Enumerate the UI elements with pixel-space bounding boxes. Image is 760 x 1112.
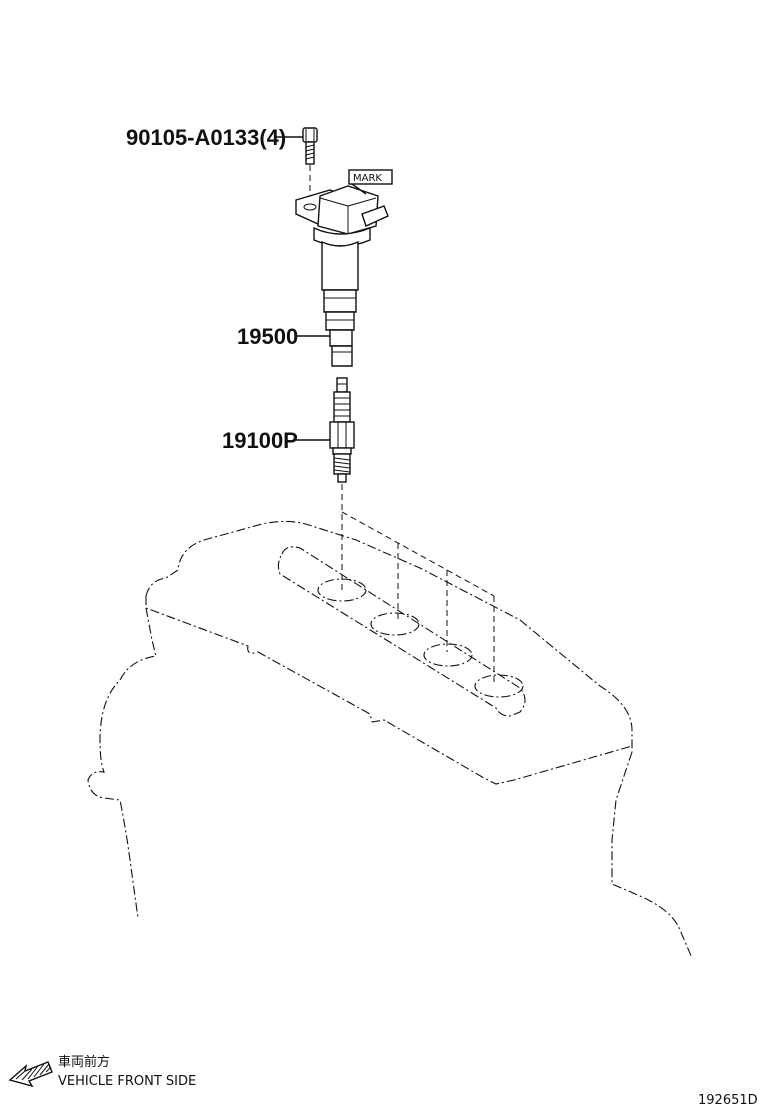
ignition-coil-part-label: 19500	[237, 324, 298, 349]
spark-plug-part-label: 19100P	[222, 428, 298, 453]
alignment-guides	[341, 484, 495, 684]
bolt-part-label: 90105-A0133(4)	[126, 125, 286, 150]
mark-label-box	[348, 169, 393, 185]
vehicle-front-label-en: VEHICLE FRONT SIDE	[58, 1074, 196, 1089]
diagram-reference-number: 192651D	[698, 1093, 758, 1108]
engine-head-outline	[87, 520, 693, 959]
mark-label: MARK	[353, 173, 382, 184]
ignition-coil-drawing	[295, 185, 389, 367]
spark-plug-drawing	[329, 377, 355, 483]
mark-leader-line	[351, 183, 367, 195]
vehicle-front-label-jp: 車両前方	[58, 1054, 110, 1070]
bolt-drawing	[302, 127, 318, 205]
vehicle-front-arrow-icon	[8, 1061, 53, 1088]
